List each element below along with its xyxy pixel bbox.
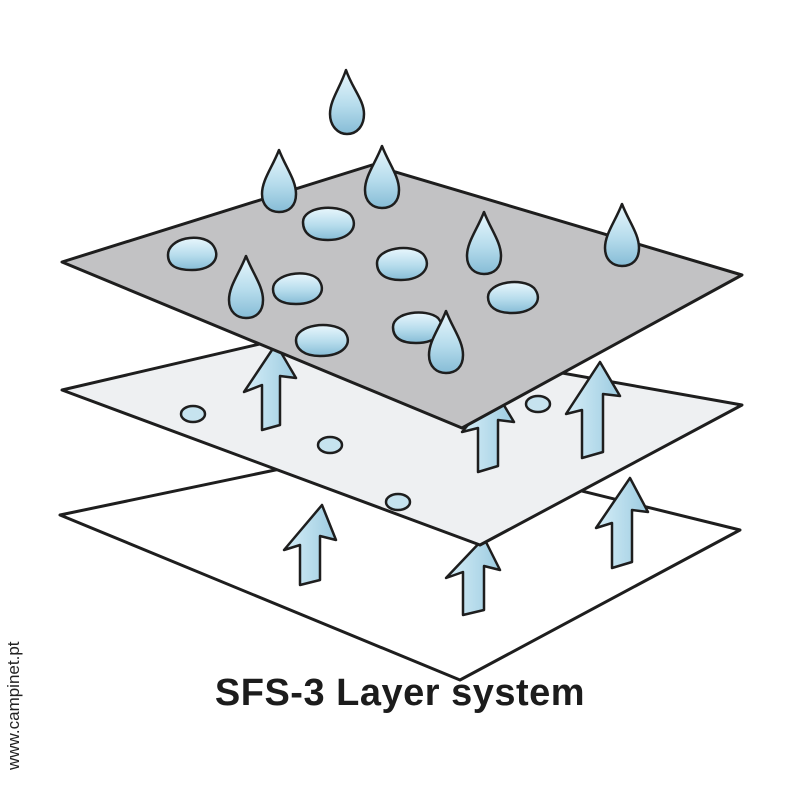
- water-bead-icon: [486, 280, 540, 315]
- raindrop-icon: [328, 68, 366, 136]
- vapor-bubble-icon: [384, 492, 412, 512]
- water-beads: [166, 206, 540, 358]
- raindrop-icon: [603, 202, 641, 268]
- vapor-bubble-icon: [316, 435, 344, 455]
- vapor-bubbles: [179, 394, 552, 512]
- raindrop-icon: [427, 309, 465, 375]
- vapor-bubble-icon: [524, 394, 552, 414]
- website-watermark: www.campinet.pt: [4, 641, 23, 771]
- water-bead-icon: [294, 323, 350, 358]
- vapor-arrows-upper: [242, 342, 622, 474]
- water-bead-icon: [271, 272, 324, 306]
- up-arrow-icon: [460, 390, 516, 474]
- up-arrow-icon: [564, 360, 622, 460]
- raindrop-icon: [227, 254, 265, 320]
- falling-drops: [227, 68, 641, 375]
- up-arrow-icon: [242, 342, 298, 432]
- raindrop-icon: [465, 210, 503, 276]
- membrane-layer-sheet: [60, 328, 744, 547]
- diagram-caption: SFS-3 Layer system: [214, 672, 586, 714]
- up-arrow-icon: [594, 476, 650, 570]
- up-arrow-icon: [282, 503, 338, 587]
- water-bead-icon: [166, 236, 218, 272]
- water-bead-icon: [375, 246, 429, 282]
- water-bead-icon: [301, 206, 356, 242]
- up-arrow-icon: [444, 536, 502, 617]
- vapor-bubble-icon: [179, 404, 207, 424]
- raindrop-icon: [363, 144, 401, 210]
- vapor-arrows-lower: [282, 476, 650, 617]
- raindrop-icon: [260, 148, 298, 214]
